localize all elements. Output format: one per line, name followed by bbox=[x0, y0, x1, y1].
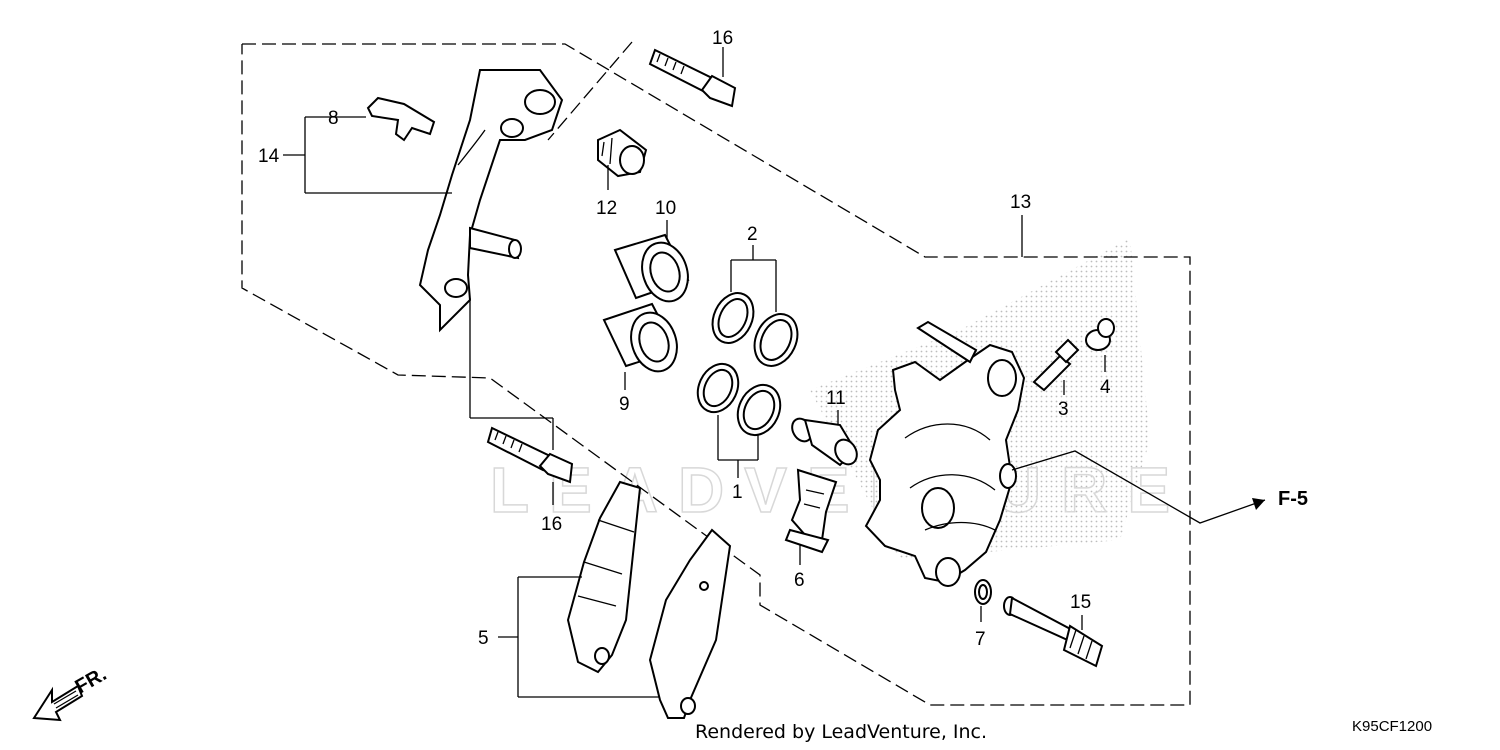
group-boundary-upper bbox=[241, 43, 1191, 706]
callout-6: 6 bbox=[794, 570, 805, 591]
callout-16-lower: 16 bbox=[541, 514, 562, 535]
callout-2: 2 bbox=[747, 224, 758, 245]
group-boundary-bracket bbox=[547, 41, 633, 141]
leader-lines bbox=[283, 47, 1266, 698]
piston-10 bbox=[613, 233, 690, 303]
callout-4: 4 bbox=[1100, 377, 1111, 398]
callout-5: 5 bbox=[478, 628, 489, 649]
callout-15: 15 bbox=[1070, 592, 1091, 613]
brake-pad-rear bbox=[648, 528, 732, 719]
pad-spring-clip bbox=[366, 96, 436, 142]
pin-bolt bbox=[1003, 596, 1104, 668]
callout-7: 7 bbox=[975, 629, 986, 650]
piston-9 bbox=[602, 302, 678, 373]
diagram-code: K95CF1200 bbox=[1352, 718, 1432, 735]
pad-spring-6 bbox=[784, 468, 838, 554]
caliper-body bbox=[864, 320, 1026, 587]
callout-1: 1 bbox=[732, 482, 743, 503]
callout-8: 8 bbox=[328, 108, 339, 129]
bleeder-cap bbox=[1085, 318, 1115, 351]
reference-arrow-head bbox=[1252, 498, 1265, 510]
callout-3: 3 bbox=[1058, 399, 1069, 420]
caliper-bracket bbox=[418, 69, 564, 333]
callout-16-upper: 16 bbox=[712, 28, 733, 49]
callout-10: 10 bbox=[655, 198, 676, 219]
dust-boot bbox=[597, 128, 648, 178]
brake-pad-front bbox=[566, 480, 642, 674]
footer-credit: Rendered by LeadVenture, Inc. bbox=[695, 721, 987, 743]
front-arrow-icon bbox=[32, 684, 84, 722]
piston-seals-2 bbox=[711, 292, 799, 367]
bolt-lower bbox=[486, 426, 574, 484]
callout-11: 11 bbox=[826, 388, 846, 409]
callout-12: 12 bbox=[596, 198, 617, 219]
washer bbox=[974, 579, 992, 605]
pad-pin bbox=[791, 417, 858, 467]
callout-13: 13 bbox=[1010, 192, 1031, 213]
bolt-upper bbox=[648, 48, 737, 108]
callout-9: 9 bbox=[619, 394, 630, 415]
reference-label: F-5 bbox=[1278, 488, 1308, 510]
callout-14: 14 bbox=[258, 146, 280, 167]
bleeder-valve bbox=[1032, 338, 1080, 392]
piston-seals-1 bbox=[696, 362, 782, 437]
